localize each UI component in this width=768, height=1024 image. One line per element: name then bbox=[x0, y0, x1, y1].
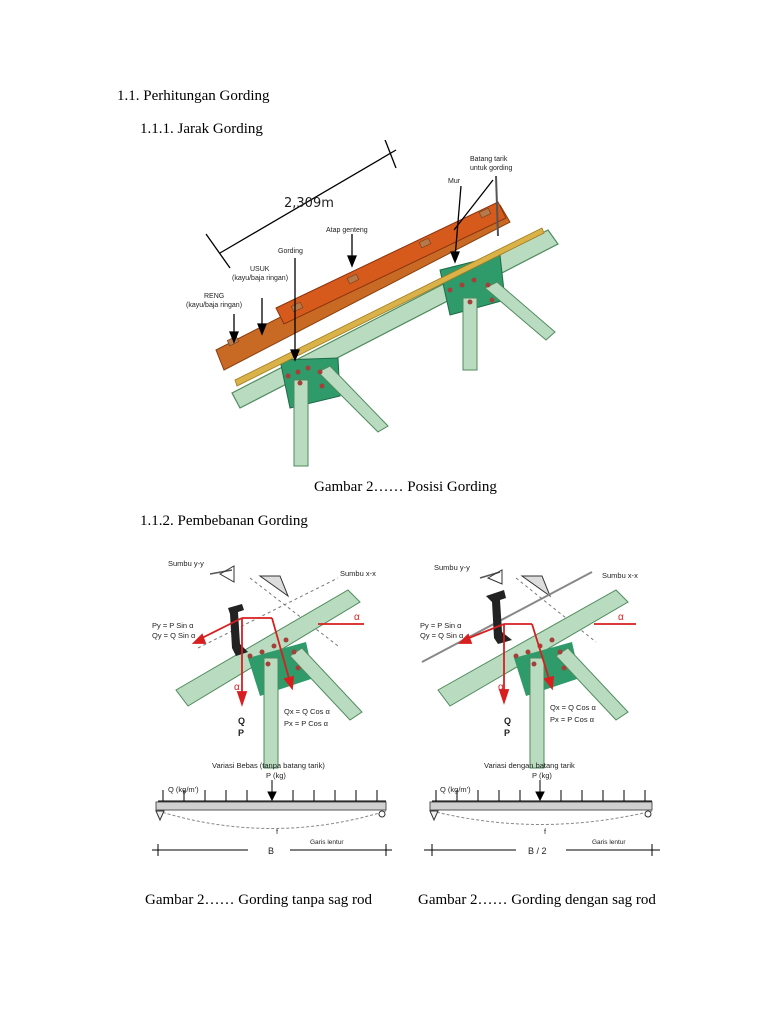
svg-text:Sumbu y-y: Sumbu y-y bbox=[434, 563, 470, 572]
svg-text:Garis lentur: Garis lentur bbox=[592, 839, 626, 846]
svg-text:USUK: USUK bbox=[250, 266, 270, 273]
svg-text:Py = P Sin α: Py = P Sin α bbox=[420, 621, 462, 630]
svg-text:Px = P Cos α: Px = P Cos α bbox=[550, 715, 595, 724]
svg-text:Px = P Cos α: Px = P Cos α bbox=[284, 719, 329, 728]
svg-text:Sumbu y-y: Sumbu y-y bbox=[168, 559, 204, 568]
svg-text:Garis lentur: Garis lentur bbox=[310, 839, 344, 846]
svg-text:Sumbu x-x: Sumbu x-x bbox=[602, 571, 638, 580]
heading-jarak-gording: 1.1.1. Jarak Gording bbox=[140, 121, 263, 137]
svg-text:Gording: Gording bbox=[278, 248, 303, 255]
svg-text:Atap genteng: Atap genteng bbox=[326, 227, 368, 234]
svg-text:Qx = Q Cos α: Qx = Q Cos α bbox=[284, 707, 330, 716]
svg-text:Q (kg/m'): Q (kg/m') bbox=[440, 785, 471, 794]
figure-posisi-gording: 2,309m bbox=[186, 140, 559, 467]
svg-text:f: f bbox=[276, 827, 279, 836]
svg-text:B / 2: B / 2 bbox=[528, 846, 547, 856]
figure1-caption: Gambar 2…… Posisi Gording bbox=[314, 479, 497, 495]
figure2-caption-right: Gambar 2…… Gording dengan sag rod bbox=[418, 892, 656, 908]
svg-text:P (kg): P (kg) bbox=[532, 771, 552, 780]
svg-text:α: α bbox=[498, 682, 504, 693]
svg-text:Qy = Q Sin α: Qy = Q Sin α bbox=[420, 631, 464, 640]
svg-text:Variasi Bebas (tanpa batang ta: Variasi Bebas (tanpa batang tarik) bbox=[212, 761, 325, 770]
figure-gording-dengan-sag-rod: Sumbu y-y Sumbu x-x Py = P Sin α Qy = Q … bbox=[420, 563, 660, 856]
gording-beam bbox=[275, 201, 507, 325]
svg-text:P (kg): P (kg) bbox=[266, 771, 286, 780]
truss bbox=[231, 229, 559, 467]
svg-text:P: P bbox=[238, 728, 244, 738]
svg-text:Py = P Sin α: Py = P Sin α bbox=[152, 621, 194, 630]
svg-text:Q: Q bbox=[504, 716, 511, 726]
svg-text:Q: Q bbox=[238, 716, 245, 726]
heading-pembebanan-gording: 1.1.2. Pembebanan Gording bbox=[140, 513, 308, 529]
svg-text:f: f bbox=[544, 827, 547, 836]
svg-text:α: α bbox=[234, 682, 240, 693]
heading-perhitungan-gording: 1.1. Perhitungan Gording bbox=[117, 88, 270, 104]
svg-text:Q (kg/m'): Q (kg/m') bbox=[168, 785, 199, 794]
svg-text:Batang tarik: Batang tarik bbox=[470, 156, 508, 163]
svg-text:RENG: RENG bbox=[204, 293, 224, 300]
svg-text:(kayu/baja ringan): (kayu/baja ringan) bbox=[186, 302, 242, 309]
figure-gording-tanpa-sag-rod: Sumbu y-y Sumbu x-x Py = P Sin α Qy = Q … bbox=[152, 559, 392, 856]
figure2-caption-left: Gambar 2…… Gording tanpa sag rod bbox=[145, 892, 373, 908]
svg-text:α: α bbox=[354, 612, 360, 623]
svg-text:Qy = Q Sin α: Qy = Q Sin α bbox=[152, 631, 196, 640]
dimension-label: 2,309m bbox=[284, 196, 334, 211]
svg-text:B: B bbox=[268, 846, 274, 856]
svg-text:Mur: Mur bbox=[448, 178, 461, 185]
svg-text:untuk gording: untuk gording bbox=[470, 165, 513, 172]
svg-text:Qx = Q Cos α: Qx = Q Cos α bbox=[550, 703, 596, 712]
svg-text:P: P bbox=[504, 728, 510, 738]
dimension-line bbox=[205, 140, 397, 269]
svg-text:α: α bbox=[618, 612, 624, 623]
svg-text:Variasi dengan batang tarik: Variasi dengan batang tarik bbox=[484, 761, 575, 770]
svg-text:(kayu/baja ringan): (kayu/baja ringan) bbox=[232, 275, 288, 282]
svg-text:Sumbu x-x: Sumbu x-x bbox=[340, 569, 376, 578]
